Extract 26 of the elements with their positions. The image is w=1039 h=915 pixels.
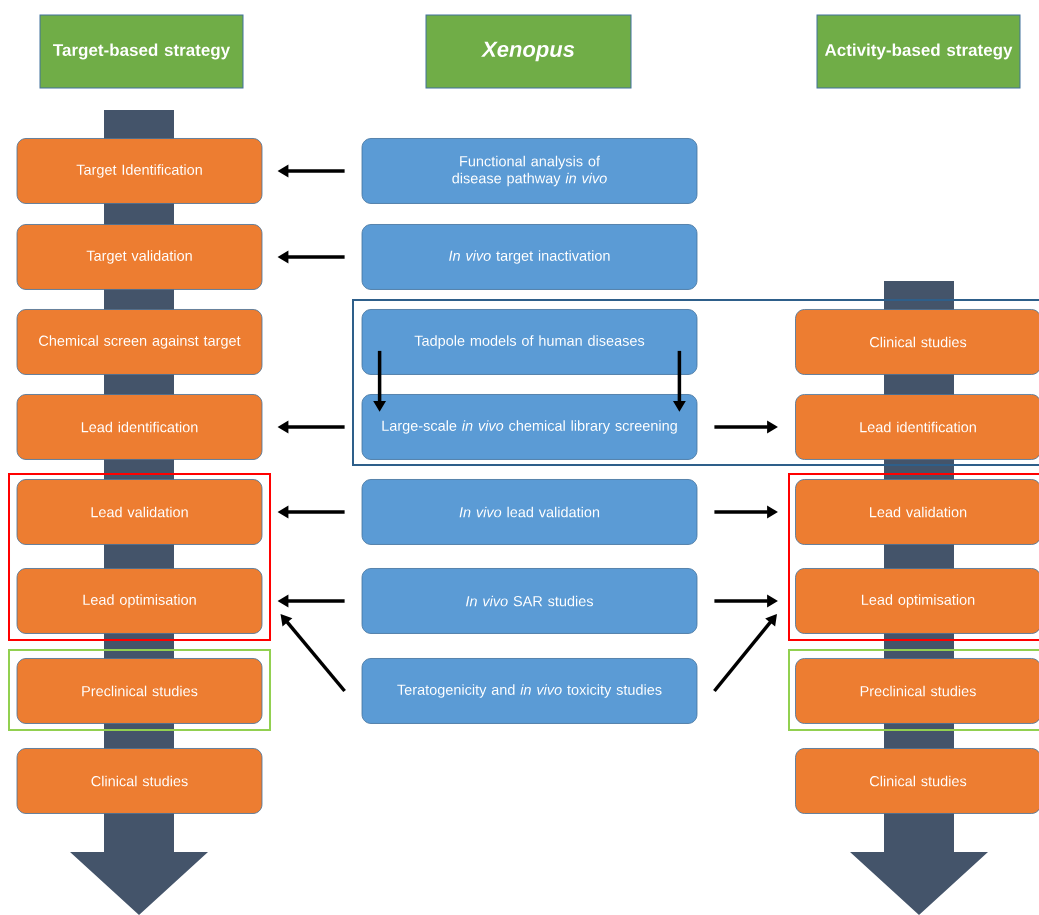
method-box: In vivo SAR studies bbox=[361, 568, 698, 634]
stage-box: Lead identification bbox=[16, 394, 263, 460]
strategy-header: Target-based strategy bbox=[39, 14, 244, 89]
stage-box: Preclinical studies bbox=[795, 658, 1039, 724]
method-box: In vivo lead validation bbox=[361, 479, 698, 545]
method-box: In vivo target inactivation bbox=[361, 224, 698, 290]
stage-box: Chemical screen against target bbox=[16, 309, 263, 375]
arrow bbox=[713, 614, 777, 693]
strategy-header: Xenopus bbox=[425, 14, 632, 89]
stage-box: Clinical studies bbox=[795, 309, 1039, 375]
method-box: Tadpole models of human diseases bbox=[361, 309, 698, 375]
stage-box: Lead validation bbox=[16, 479, 263, 545]
stage-box: Lead optimisation bbox=[795, 568, 1039, 634]
method-box: Functional analysis of disease pathway in vivo bbox=[361, 138, 698, 204]
stage-box: Lead validation bbox=[795, 479, 1039, 545]
stage-box: Lead identification bbox=[795, 394, 1039, 460]
stage-box: Clinical studies bbox=[16, 748, 263, 814]
method-box: Teratogenicity and in vivo toxicity studies bbox=[361, 658, 698, 724]
method-box: Large-scale in vivo chemical library screening bbox=[361, 394, 698, 460]
stage-box: Target Identification bbox=[16, 138, 263, 204]
stage-box: Lead optimisation bbox=[16, 568, 263, 634]
stage-box: Target validation bbox=[16, 224, 263, 290]
strategy-header: Activity-based strategy bbox=[816, 14, 1021, 89]
arrow bbox=[280, 614, 346, 693]
stage-box: Preclinical studies bbox=[16, 658, 263, 724]
stage-box: Clinical studies bbox=[795, 748, 1039, 814]
